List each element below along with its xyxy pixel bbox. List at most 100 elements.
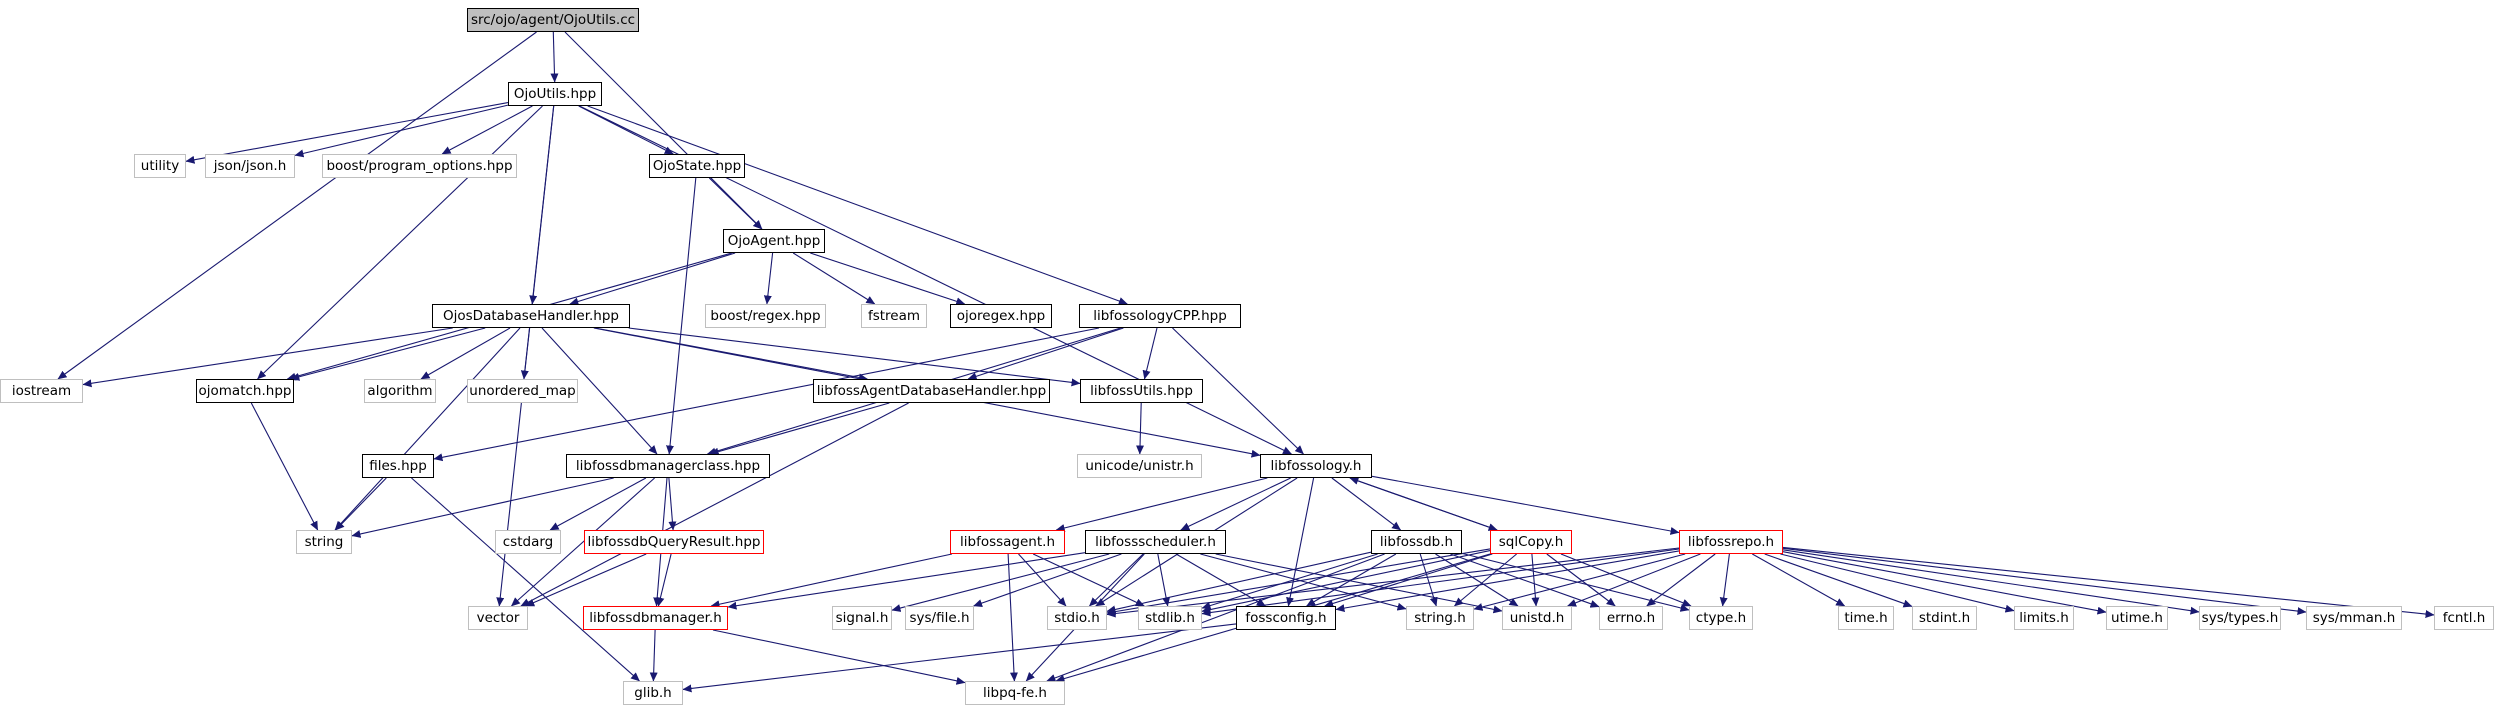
edge-libfossrepo-to-sysmman	[1782, 547, 2307, 616]
node-libpq: libpq-fe.h	[965, 681, 1065, 705]
node-glib: glib.h	[623, 681, 683, 705]
node-ojoutils[interactable]: OjoUtils.hpp	[508, 82, 602, 106]
edge-libfossdbmanager-to-glib	[649, 629, 658, 682]
node-stdlib: stdlib.h	[1138, 606, 1202, 630]
edge-libfossology-to-libfossagent	[1055, 477, 1268, 532]
node-json: json/json.h	[205, 154, 295, 178]
edge-libfossology-to-fossconfig	[1286, 477, 1315, 607]
edge-libfossdbmgrclass-to-cstdarg	[549, 477, 647, 531]
edge-root-to-ojoutils	[550, 31, 559, 83]
edge-libfossscheduler-to-stringh	[1200, 553, 1407, 611]
edge-sqlcopy-to-ctype	[1560, 553, 1692, 607]
edge-libfossrepo-to-fcntl	[1782, 546, 2435, 619]
edge-libfossagentdb-to-libfossdbmgrclass	[709, 402, 890, 456]
edge-sqlcopy-to-unistd	[1531, 553, 1540, 607]
node-limits: limits.h	[2014, 606, 2074, 630]
node-utility: utility	[134, 154, 186, 178]
node-libfossdbmanager[interactable]: libfossdbmanager.h	[583, 606, 728, 630]
edge-ojoutils-to-libfossologycpp	[587, 105, 1128, 305]
node-utime: utime.h	[2106, 606, 2168, 630]
edge-ojoagent-to-ojosdb	[569, 252, 736, 306]
edge-files-to-glib	[411, 477, 640, 682]
node-libfossagent[interactable]: libfossagent.h	[950, 530, 1065, 554]
node-libfossdb[interactable]: libfossdb.h	[1371, 530, 1462, 554]
node-sqlcopy[interactable]: sqlCopy.h	[1490, 530, 1572, 554]
edge-libfossscheduler-to-stdio	[1089, 553, 1144, 607]
node-stdint: stdint.h	[1912, 606, 1977, 630]
node-libfossagentdb[interactable]: libfossAgentDatabaseHandler.hpp	[813, 379, 1050, 403]
node-ojomatch[interactable]: ojomatch.hpp	[196, 379, 294, 403]
edge-libfossrepo-to-time	[1752, 553, 1846, 607]
node-stringh: string.h	[1406, 606, 1474, 630]
edge-libfossologycpp-to-libfossology	[1172, 327, 1304, 455]
edge-libfossdb-to-unistd	[1435, 553, 1519, 607]
node-fossconfig[interactable]: fossconfig.h	[1236, 606, 1336, 630]
node-unistd: unistd.h	[1502, 606, 1572, 630]
edge-libfossrepo-to-unistd	[1567, 553, 1701, 607]
node-fcntl: fcntl.h	[2434, 606, 2494, 630]
node-libfossology[interactable]: libfossology.h	[1260, 454, 1372, 478]
edge-libfossutils-to-unistr	[1136, 402, 1145, 455]
edge-ojosdb-to-libfossutils	[628, 327, 1081, 387]
node-libfossologycpp[interactable]: libfossologyCPP.hpp	[1079, 304, 1241, 328]
node-root[interactable]: src/ojo/agent/OjoUtils.cc	[467, 8, 639, 32]
edge-libfossagent-to-libfossdbmanager	[710, 553, 953, 609]
node-cstdarg: cstdarg	[495, 530, 561, 554]
edge-libfossologycpp-to-libfossagentdb	[967, 327, 1124, 381]
edge-root-to-ojoagent	[564, 31, 763, 230]
node-libfossdbqr[interactable]: libfossdbQueryResult.hpp	[584, 530, 764, 554]
edge-ojosdb-to-string	[334, 327, 521, 531]
node-files[interactable]: files.hpp	[362, 454, 434, 478]
edge-libfossrepo-to-stdio	[1106, 547, 1680, 618]
node-sysmman: sys/mman.h	[2306, 606, 2402, 630]
edge-libfossscheduler-to-stdlib	[1157, 553, 1171, 607]
edge-sqlcopy-to-stdio	[1106, 548, 1491, 616]
edge-libfossologycpp-to-files	[433, 327, 1100, 462]
node-libfossrepo[interactable]: libfossrepo.h	[1679, 530, 1783, 554]
edge-libfossrepo-to-fossconfig	[1335, 550, 1680, 613]
node-libfossdbmgrclass[interactable]: libfossdbmanagerclass.hpp	[566, 454, 770, 478]
node-ojosdb[interactable]: OjosDatabaseHandler.hpp	[432, 304, 630, 328]
edge-libfossscheduler-to-signal	[891, 553, 1110, 612]
node-vector: vector	[468, 606, 528, 630]
edge-libfossdb-to-stdio	[1106, 551, 1372, 614]
node-string: string	[296, 530, 352, 554]
edge-libfossdbmgrclass-to-vector	[511, 477, 655, 607]
edge-libfossrepo-to-limits	[1780, 553, 2015, 613]
node-ojoregex[interactable]: ojoregex.hpp	[950, 304, 1052, 328]
node-sysfile: sys/file.h	[905, 606, 974, 630]
node-ojostate[interactable]: OjoState.hpp	[649, 154, 745, 178]
edge-ojostate-to-libfossdbmgrclass	[666, 177, 697, 455]
node-stdio: stdio.h	[1047, 606, 1107, 630]
edge-ojoutils-to-ojomatch	[257, 105, 543, 380]
edge-ojoutils-to-boostpo	[441, 105, 533, 155]
edge-libfossagent-to-libpq	[1007, 553, 1018, 682]
node-ojoagent[interactable]: OjoAgent.hpp	[723, 229, 825, 253]
edge-libfossagent-to-stdlib	[1032, 553, 1145, 607]
edge-ojosdb-to-unorderedmap	[520, 327, 531, 380]
edge-fossconfig-to-glib	[682, 623, 1237, 693]
edge-ojoagent-to-fstream	[792, 252, 876, 305]
edge-ojosdb-to-iostream	[82, 327, 453, 388]
edge-sqlcopy-to-libfossology	[1349, 477, 1498, 531]
edge-ojomatch-to-string	[250, 402, 319, 531]
edge-libfossrepo-to-stdlib	[1201, 548, 1680, 617]
edge-ojostate-to-ojoagent	[708, 177, 763, 230]
edge-libfossrepo-to-stringh	[1473, 553, 1686, 611]
node-algorithm: algorithm	[364, 379, 436, 403]
edge-libfossagent-to-stdio	[1018, 553, 1067, 607]
edge-libfossscheduler-to-fossconfig	[1175, 553, 1266, 607]
edge-root-to-iostream	[57, 31, 537, 380]
edge-libfossscheduler-to-libfossdbmanager	[727, 552, 1086, 610]
node-libfossscheduler[interactable]: libfossscheduler.h	[1085, 530, 1226, 554]
edge-libfossrepo-to-utime	[1782, 551, 2107, 615]
edge-sqlcopy-to-stdlib	[1201, 550, 1491, 614]
edge-ojosdb-to-ojomatch	[290, 327, 486, 381]
edge-libfossdbmanager-to-libpq	[712, 629, 966, 685]
edge-ojoutils-to-json	[294, 104, 509, 158]
node-unorderedmap: unordered_map	[467, 379, 578, 403]
node-boostpo: boost/program_options.hpp	[322, 154, 517, 178]
edge-ojoutils-to-utility	[185, 102, 509, 164]
node-libfossutils[interactable]: libfossUtils.hpp	[1080, 379, 1203, 403]
